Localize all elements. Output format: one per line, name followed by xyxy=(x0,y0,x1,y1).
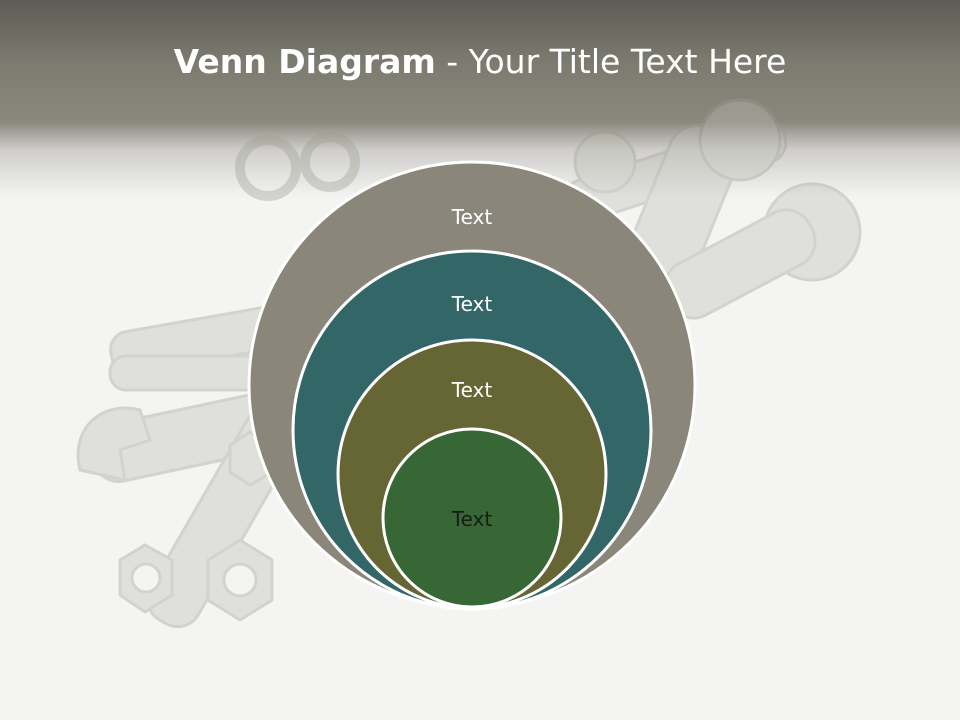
slide-title: Venn Diagram - Your Title Text Here xyxy=(0,40,960,84)
washer-shape xyxy=(235,135,301,201)
title-rest-part: - Your Title Text Here xyxy=(435,42,787,81)
nut-hole-shape xyxy=(130,562,162,594)
washer-shape xyxy=(300,132,360,192)
wrench-ring-shape xyxy=(762,182,862,282)
wrench-ring-shape xyxy=(573,130,637,194)
nut-hole-shape xyxy=(222,562,258,598)
second-circle-label: Text xyxy=(451,292,493,316)
wrench-ring-shape xyxy=(698,98,782,182)
outer-circle-label: Text xyxy=(451,205,493,229)
wrench-jaw-shape xyxy=(76,406,152,482)
nut-shape xyxy=(118,543,174,614)
nut-shape xyxy=(206,538,274,622)
third-circle-label: Text xyxy=(451,378,493,402)
title-bold-part: Venn Diagram xyxy=(173,42,436,81)
inner-circle-label: Text xyxy=(451,507,493,531)
inner-circle xyxy=(381,427,563,609)
